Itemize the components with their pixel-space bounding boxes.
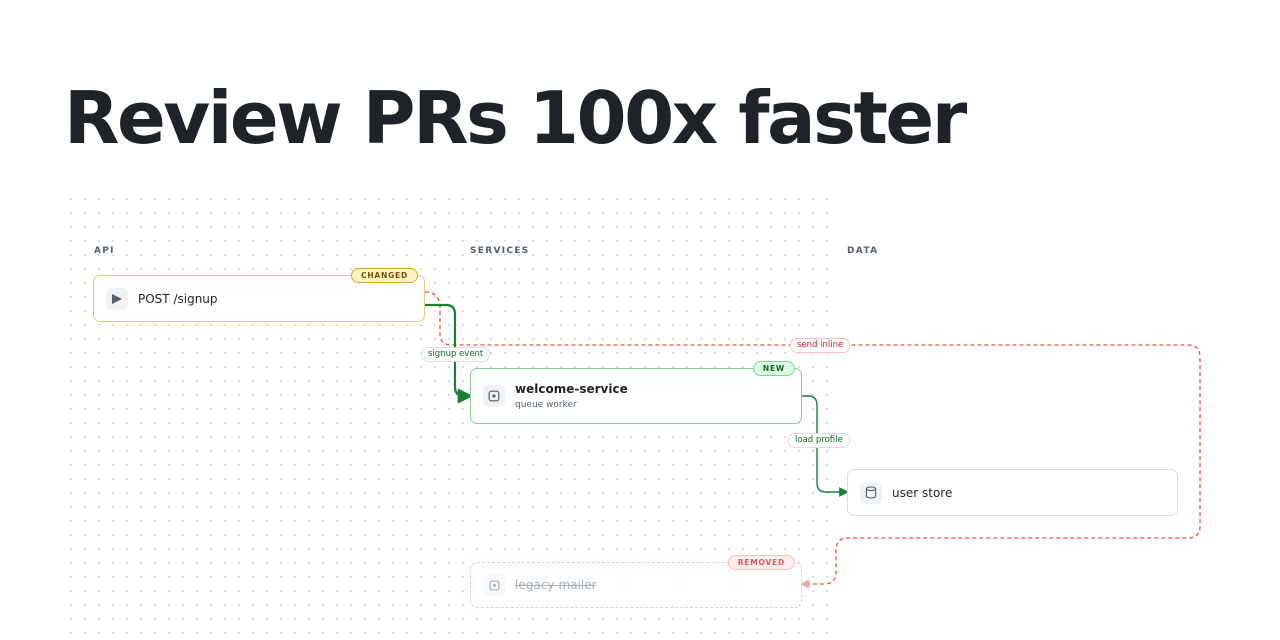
node-welcome-service[interactable]: welcome-service queue worker NEW — [470, 361, 802, 424]
lane-label-api: API — [94, 246, 115, 256]
edge-label-load-profile: load profile — [788, 433, 850, 448]
status-badge-changed: CHANGED — [351, 268, 418, 283]
edge-label-signup-event: signup event — [421, 347, 491, 362]
node-legacy-mailer[interactable]: legacy-mailer REMOVED — [470, 555, 802, 608]
service-icon — [483, 385, 505, 407]
database-icon — [860, 481, 882, 504]
edge-label-send-inline: send inline — [790, 338, 851, 353]
node-subtitle: queue worker — [515, 400, 577, 410]
status-badge-new: NEW — [752, 361, 795, 376]
lane-label-data: DATA — [847, 246, 879, 256]
edge-send-inline — [424, 291, 1201, 589]
headline: Review PRs 100x faster — [64, 76, 967, 160]
node-user-store[interactable]: user store — [847, 469, 1178, 516]
status-badge-removed: REMOVED — [727, 555, 795, 570]
service-icon — [483, 574, 505, 596]
node-title: welcome-service — [515, 382, 628, 396]
node-title: POST /signup — [138, 292, 218, 306]
node-title: user store — [892, 486, 953, 500]
play-icon — [106, 287, 128, 310]
lane-label-services: SERVICES — [470, 246, 530, 256]
node-post-signup[interactable]: POST /signup CHANGED — [93, 268, 425, 322]
node-title: legacy-mailer — [515, 578, 597, 592]
